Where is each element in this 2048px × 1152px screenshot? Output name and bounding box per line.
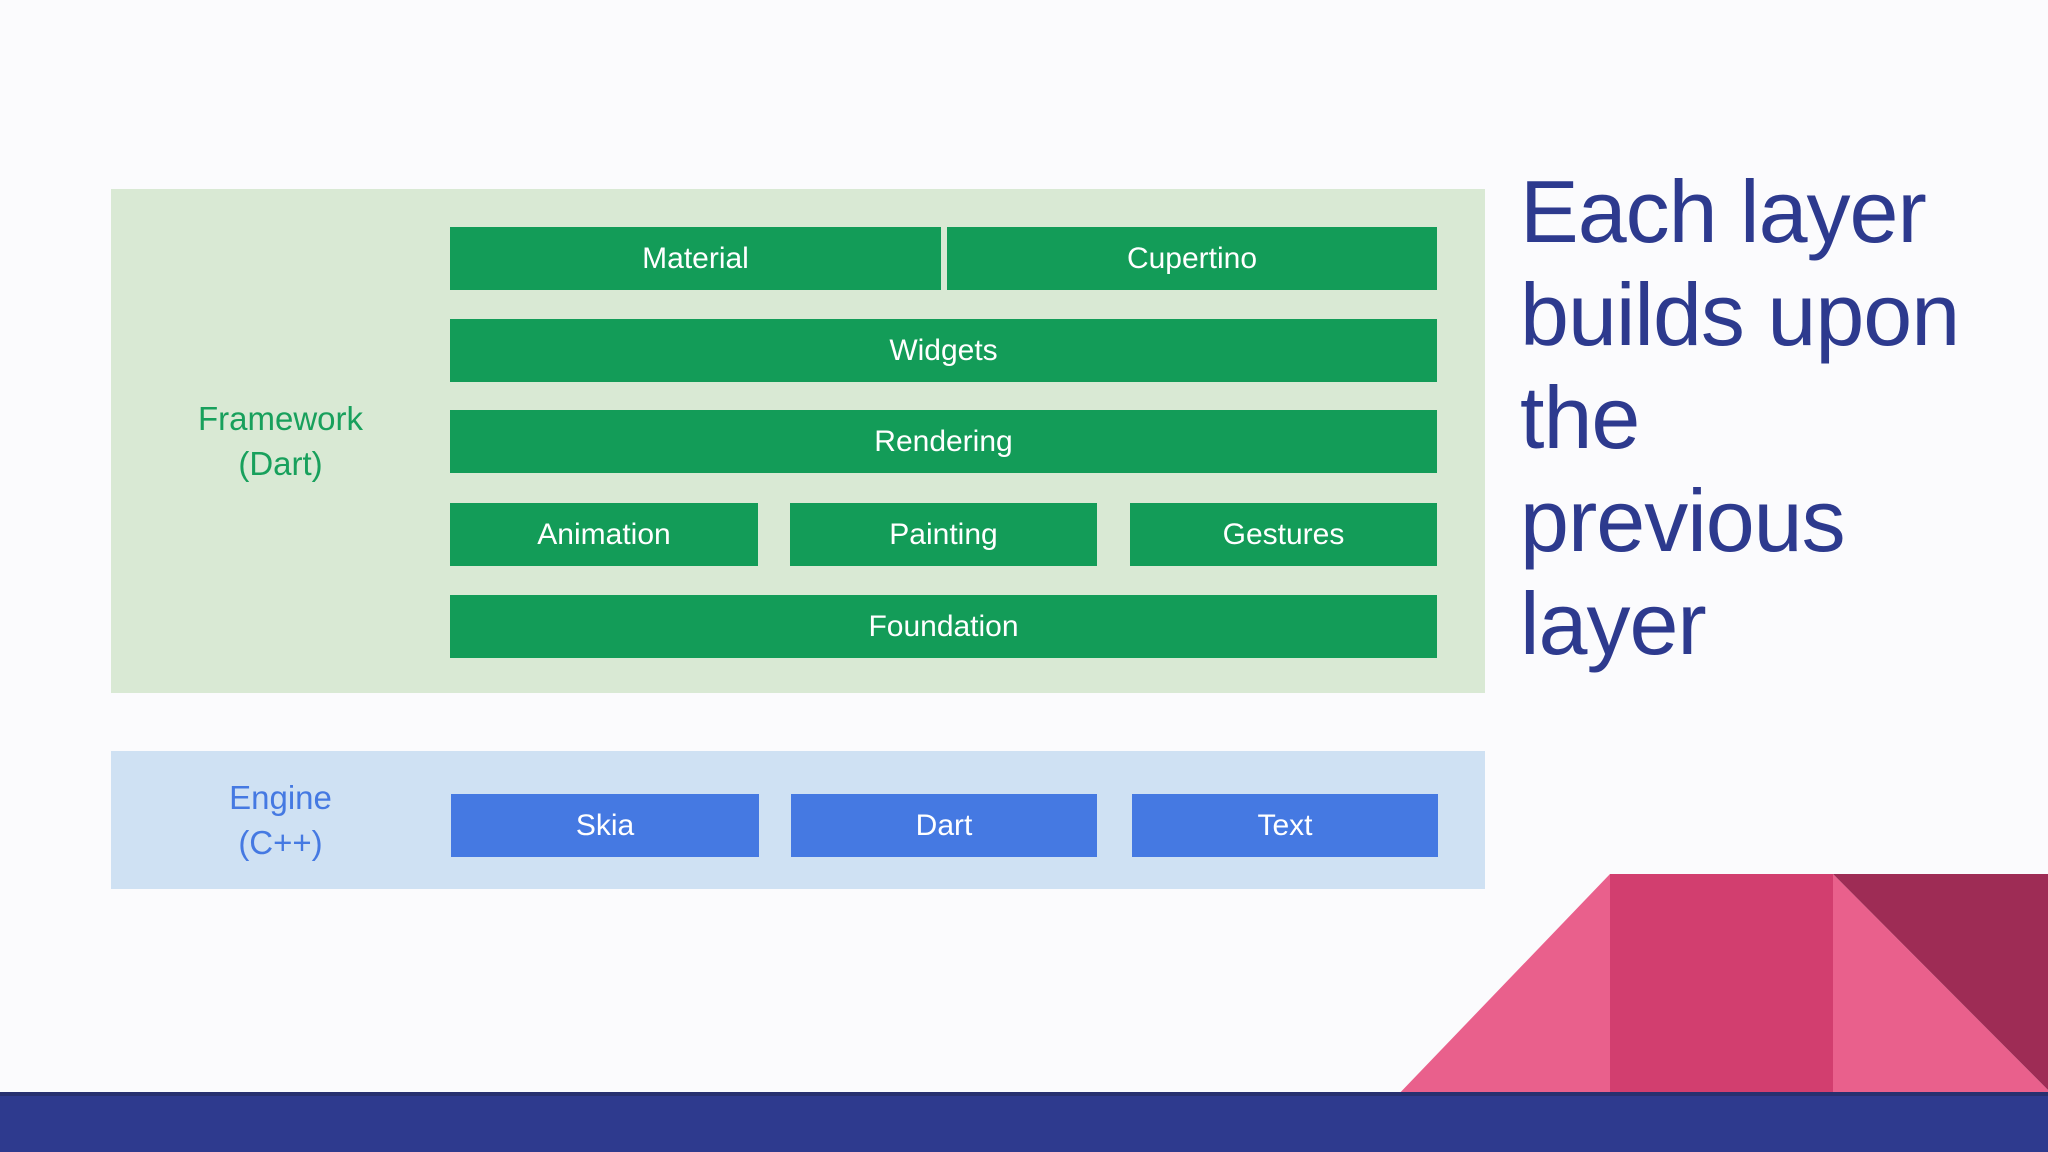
headline: Each layer builds upon the previous laye… (1520, 162, 1960, 673)
bar-skia: Skia (451, 794, 759, 857)
bar-material: Material (450, 227, 941, 290)
framework-layer-panel: Framework (Dart) Material Cupertino Widg… (111, 189, 1485, 693)
mountain-left-face-triangle (1393, 874, 1610, 1100)
engine-layer-panel: Engine (C++) Skia Dart Text (111, 751, 1485, 889)
bar-text: Text (1132, 794, 1438, 857)
mountain-center-block (1610, 874, 1833, 1100)
mountain-shadow-triangle (1833, 874, 2048, 1090)
bar-widgets: Widgets (450, 319, 1437, 382)
bar-foundation: Foundation (450, 595, 1437, 658)
bar-gestures: Gestures (1130, 503, 1437, 566)
bar-animation: Animation (450, 503, 758, 566)
mountain-right-face-shape (1833, 874, 2048, 1100)
engine-label: Engine (C++) (229, 779, 332, 861)
framework-label: Framework (Dart) (197, 400, 364, 482)
bar-cupertino: Cupertino (947, 227, 1437, 290)
bar-rendering: Rendering (450, 410, 1437, 473)
bar-painting: Painting (790, 503, 1097, 566)
bar-dart: Dart (791, 794, 1097, 857)
footer-bar (0, 1092, 2048, 1152)
